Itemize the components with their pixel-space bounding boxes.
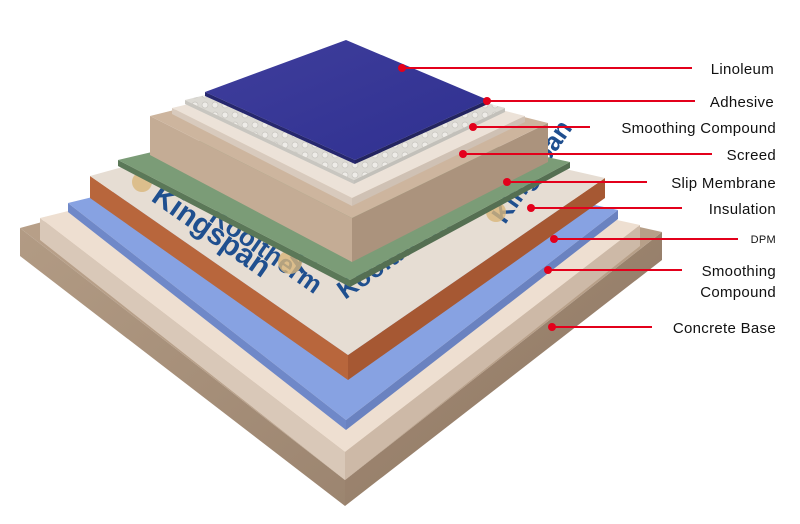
callout-adhesive: Adhesive (483, 94, 774, 111)
label-concrete-base: Concrete Base (673, 320, 776, 337)
callout-slip-membrane: Slip Membrane (503, 175, 776, 192)
callout-smoothing-compound-top: Smoothing Compound (469, 120, 776, 137)
label-insulation: Insulation (709, 201, 776, 218)
callout-concrete-base: Concrete Base (548, 320, 776, 337)
label-smoothing-compound-bottom-line1: Smoothing (702, 263, 776, 280)
label-slip-membrane: Slip Membrane (671, 175, 776, 192)
label-screed: Screed (727, 147, 776, 164)
label-smoothing-compound-bottom-line2: Compound (700, 284, 776, 301)
callout-screed: Screed (459, 147, 776, 164)
callout-insulation: Insulation (527, 201, 776, 218)
callout-smoothing-compound-bottom: Smoothing Compound (544, 263, 776, 301)
layer-linoleum (205, 40, 488, 164)
label-dpm: DPM (751, 234, 776, 246)
label-adhesive: Adhesive (710, 94, 774, 111)
callout-linoleum: Linoleum (398, 61, 774, 78)
label-smoothing-compound-top: Smoothing Compound (621, 120, 776, 137)
callout-dpm: DPM (550, 234, 776, 246)
label-linoleum: Linoleum (711, 61, 774, 78)
